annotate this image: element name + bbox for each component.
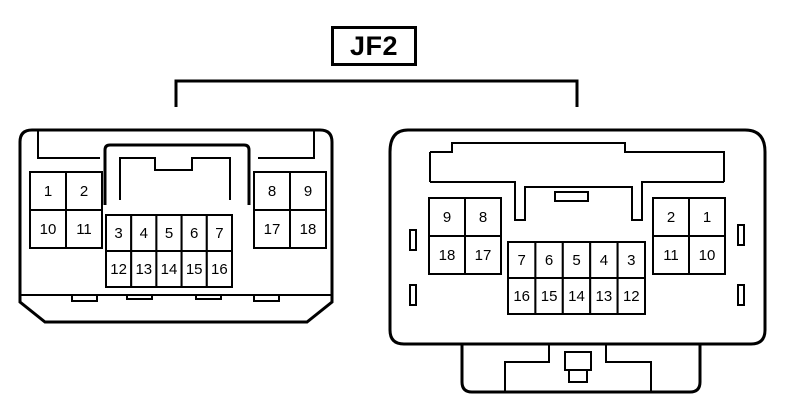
pin-cell (688, 197, 726, 237)
pin-number: 14 (161, 261, 178, 278)
pin-number: 9 (443, 209, 451, 226)
pin-number: 7 (215, 225, 223, 242)
pin-cell (65, 171, 103, 211)
pin-number: 6 (545, 252, 553, 269)
pin-cell (253, 171, 291, 211)
pin-number: 16 (513, 288, 530, 305)
pin-cell (155, 214, 183, 252)
pin-number: 13 (596, 288, 613, 305)
pin-number: 1 (44, 183, 52, 200)
connector-label: JF2 (349, 30, 399, 61)
pin-number: 12 (623, 288, 640, 305)
pin-number: 2 (667, 209, 675, 226)
pin-cell (616, 277, 646, 315)
pin-cell (65, 209, 103, 249)
pin-number: 8 (479, 209, 487, 226)
pin-number: 6 (190, 225, 198, 242)
pin-number: 8 (268, 183, 276, 200)
pin-number: 16 (211, 261, 228, 278)
pin-number: 11 (76, 221, 92, 238)
pin-number: 17 (264, 221, 281, 238)
pin-number: 11 (663, 247, 679, 264)
pin-number: 18 (300, 221, 317, 238)
pin-number: 14 (568, 288, 585, 305)
pin-number: 3 (114, 225, 122, 242)
bracket (174, 79, 579, 107)
pin-number: 15 (541, 288, 558, 305)
male-connector-housing (18, 128, 334, 324)
pin-number: 1 (703, 209, 711, 226)
pin-number: 15 (186, 261, 203, 278)
pin-number: 10 (40, 221, 57, 238)
pin-cell (205, 250, 234, 288)
pin-number: 5 (165, 225, 173, 242)
pin-number: 4 (600, 252, 608, 269)
pin-cell (464, 197, 502, 237)
pin-number: 12 (110, 261, 127, 278)
pin-number: 5 (572, 252, 580, 269)
pin-cell (29, 171, 67, 211)
pin-cell (561, 277, 592, 315)
pin-cell (289, 209, 327, 249)
pin-cell (29, 209, 67, 249)
pin-cell (205, 214, 234, 252)
pin-number: 7 (518, 252, 526, 269)
pin-cell (589, 241, 619, 279)
pin-cell (464, 235, 502, 275)
connector-label-box: JF2 (331, 26, 417, 66)
pin-number: 9 (304, 183, 312, 200)
pin-number: 18 (439, 247, 456, 264)
pin-number: 3 (627, 252, 635, 269)
pin-cell (688, 235, 726, 275)
pin-number: 13 (135, 261, 152, 278)
pin-number: 2 (80, 183, 88, 200)
pin-number: 10 (699, 247, 716, 264)
pin-number: 17 (475, 247, 492, 264)
pin-number: 4 (140, 225, 148, 242)
female-connector-housing (388, 128, 767, 394)
pin-cell (253, 209, 291, 249)
pin-cell (534, 241, 564, 279)
